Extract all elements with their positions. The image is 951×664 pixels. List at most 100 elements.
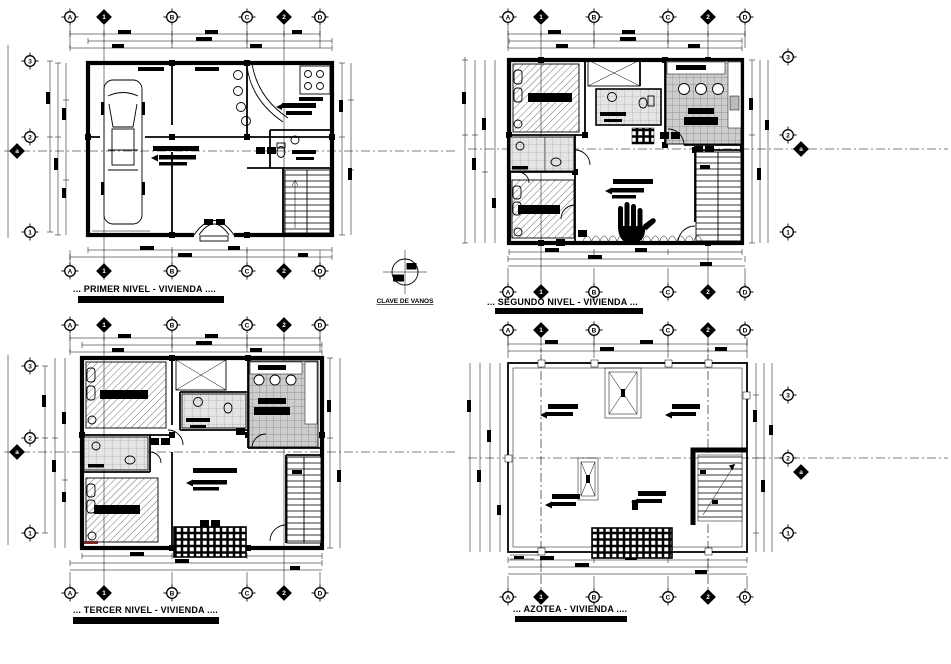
svg-text:C: C [666,327,671,334]
svg-text:2: 2 [282,322,286,329]
title-underline-bar [515,616,627,622]
grid-bubble-diamond: 1 [96,585,112,601]
grid-bubble: B [163,584,181,602]
terrace-grate [591,527,673,559]
entry-door [193,219,235,242]
grid-bubble-diamond: 1 [533,589,549,605]
dimension-lines [46,26,354,264]
svg-text:B: B [170,268,175,275]
svg-text:1: 1 [786,530,790,537]
svg-text:2: 2 [706,327,710,334]
legend-clave-de-vanos: CLAVE DE VANOS [377,250,434,305]
svg-text:1: 1 [539,289,543,296]
bed-1 [512,63,580,133]
grid-bubble: C [238,584,256,602]
plan-azotea [467,338,773,590]
svg-text:1: 1 [539,327,543,334]
svg-text:B: B [592,289,597,296]
svg-text:A: A [68,268,73,275]
closet [175,359,227,391]
svg-text:1: 1 [786,229,790,236]
grid-bubble: B [585,283,603,301]
grid-bubble-diamond: a [793,464,809,480]
svg-text:2: 2 [28,134,32,141]
svg-text:2: 2 [706,14,710,21]
grid-bubble: D [736,321,754,339]
svg-text:2: 2 [786,455,790,462]
svg-text:1: 1 [539,594,543,601]
svg-text:D: D [318,590,323,597]
plan-title-tercer: ... TERCER NIVEL - VIVIENDA .... [73,605,219,624]
grid-bubble-diamond: 2 [700,589,716,605]
svg-text:1: 1 [539,14,543,21]
bed-2 [85,477,159,543]
grid-bubble: 2 [21,128,39,146]
room-label-smudges [186,468,237,491]
stairs [632,447,747,525]
bath-2-floor [181,393,247,429]
doors [517,149,696,246]
plan-title-text: ... AZOTEA - VIVIENDA .... [513,604,627,614]
grid-bubble: A [499,321,517,339]
grid-bubble: B [163,8,181,26]
bed-2 [511,179,575,239]
title-underline-bar [73,617,219,624]
dimension-lines [467,338,773,590]
svg-text:C: C [245,322,250,329]
grid-bubble-diamond: 1 [96,9,112,25]
svg-text:D: D [743,594,748,601]
bathroom [256,135,316,160]
svg-text:C: C [245,14,250,21]
grid-bubble: A [499,8,517,26]
grid-bubble-diamond: a [9,143,25,159]
grid-bubble: 1 [21,223,39,241]
grid-bubble: 3 [21,357,39,375]
plan-title-azotea: ... AZOTEA - VIVIENDA .... [513,604,627,622]
grid-bubble: C [659,283,677,301]
svg-text:2: 2 [282,14,286,21]
svg-text:A: A [68,322,73,329]
plan-segundo-nivel [462,26,769,285]
roof-duct-2 [577,457,599,501]
grid-bubble: A [61,584,79,602]
stairs [284,169,331,234]
hall-grate [631,127,655,145]
svg-text:A: A [68,590,73,597]
svg-text:A: A [506,327,511,334]
title-underline-bar [495,308,643,314]
svg-text:C: C [245,268,250,275]
grid-bubble: 1 [779,524,797,542]
svg-text:a: a [15,449,19,456]
grid-bubble-diamond: 2 [276,9,292,25]
grid-bubble: B [163,262,181,280]
stairs [695,151,742,242]
closet [587,59,641,87]
svg-text:D: D [318,268,323,275]
red-mark [84,541,98,544]
terrace-grate [173,526,247,558]
grid-bubble: A [61,8,79,26]
grid-bubble-diamond: 1 [533,9,549,25]
grid-bubble: D [311,584,329,602]
plan-title-text: ... PRIMER NIVEL - VIVIENDA .... [73,284,216,294]
grid-bubble: A [61,316,79,334]
grid-bubble: C [238,262,256,280]
title-underline-bar [78,296,224,303]
svg-text:C: C [666,594,671,601]
bed-1 [85,361,167,429]
svg-text:A: A [506,289,511,296]
grid-bubble: C [659,588,677,606]
grid-bubble: 1 [779,223,797,241]
svg-text:D: D [743,289,748,296]
svg-text:3: 3 [28,58,32,65]
plan-title-primer: ... PRIMER NIVEL - VIVIENDA .... [73,284,224,303]
grid-bubble: 2 [779,126,797,144]
plan-title-text: ... SEGUNDO NIVEL - VIVIENDA ... [487,297,638,307]
coil-line [582,235,703,243]
grid-bubble-diamond: 2 [700,322,716,338]
svg-text:a: a [15,148,19,155]
curved-planter [233,63,289,126]
grid-bubble-diamond: 2 [276,317,292,333]
room-label-smudges [605,179,653,199]
